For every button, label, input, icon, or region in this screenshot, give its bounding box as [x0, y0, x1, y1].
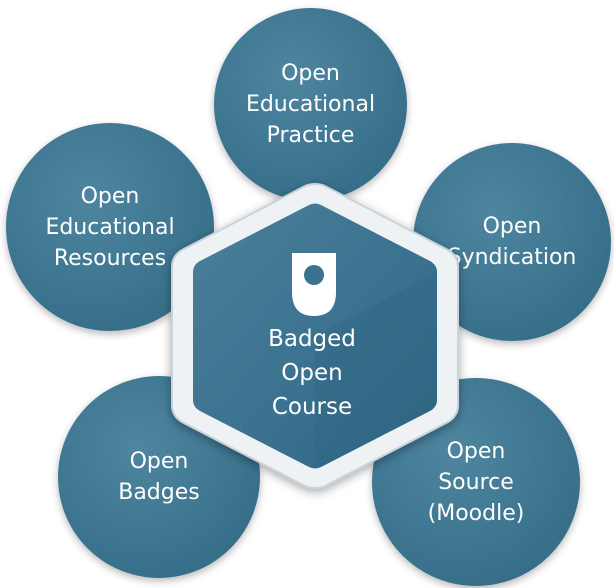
node-label-open-source-moodle: Open Source (Moodle) [427, 438, 525, 526]
center-label: Badged Open Course [268, 326, 356, 420]
open-university-shield-icon [292, 253, 336, 316]
node-label-open-syndication: Open Syndication [447, 214, 577, 270]
node-label-open-badges: Open Badges [118, 449, 200, 505]
node-open-source-moodle: Open Source (Moodle) [372, 378, 580, 586]
node-open-syndication: Open Syndication [413, 143, 611, 341]
node-open-educational-resources: Open Educational Resources [6, 123, 214, 331]
node-open-badges: Open Badges [58, 376, 260, 578]
node-label-open-educational-resources: Open Educational Resources [45, 183, 175, 271]
node-open-educational-practice: Open Educational Practice [214, 8, 407, 201]
node-label-open-educational-practice: Open Educational Practice [245, 61, 376, 148]
